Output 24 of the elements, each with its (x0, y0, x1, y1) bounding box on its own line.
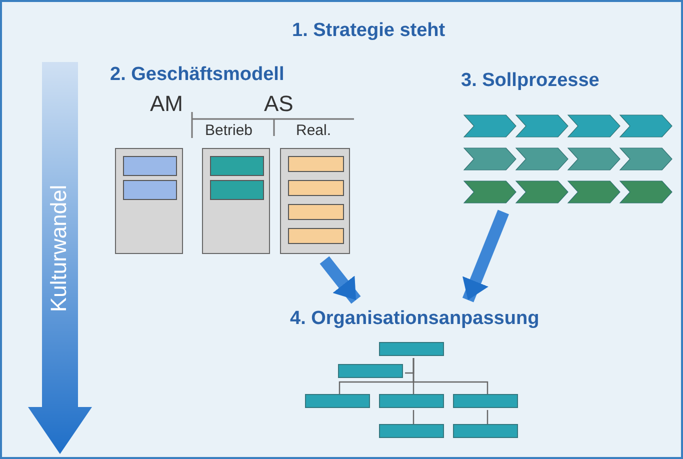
document-panel (202, 148, 270, 254)
org-chart-box (453, 424, 518, 438)
column-label: Betrieb (205, 122, 253, 139)
connector-line (412, 410, 414, 426)
section-heading: 1. Strategie steht (292, 20, 446, 41)
document-panel (280, 148, 350, 254)
column-label: AM (150, 91, 183, 117)
section-heading: 2. Geschäftsmodell (110, 64, 284, 85)
org-chart-box (305, 394, 370, 408)
block-arrow (320, 256, 361, 304)
org-chart-box (338, 364, 403, 378)
block-arrow (462, 210, 509, 302)
org-chart-box (379, 424, 444, 438)
column-label: Real. (296, 122, 332, 139)
connector-line (486, 410, 488, 426)
org-chart-box (379, 394, 444, 408)
connector-line (412, 358, 488, 396)
org-chart-box (453, 394, 518, 408)
arrow-label: Kulturwandel (46, 184, 72, 312)
org-chart-box (379, 342, 444, 356)
document-panel (115, 148, 183, 254)
column-label: AS (264, 91, 294, 117)
section-heading: 4. Organisationsanpassung (290, 308, 540, 329)
section-heading: 3. Sollprozesse (461, 70, 600, 91)
